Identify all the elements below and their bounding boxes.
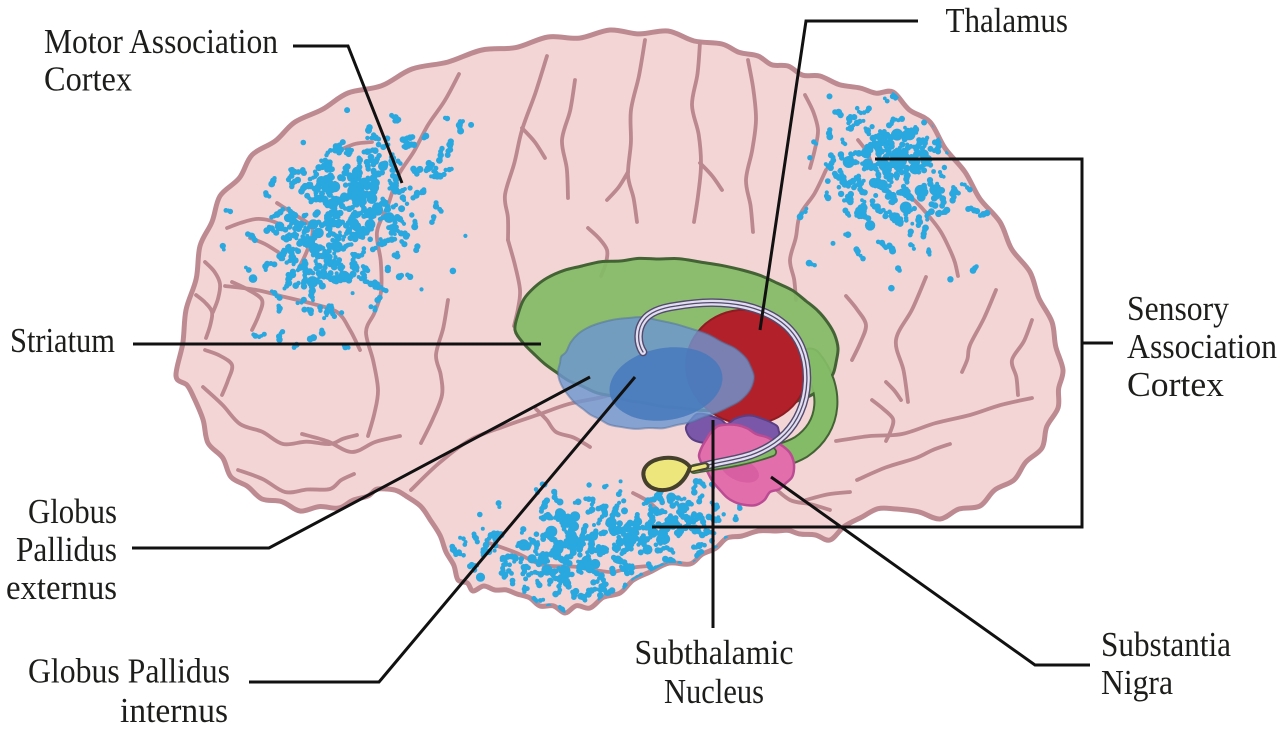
svg-text:Globus: Globus [28, 492, 117, 531]
svg-text:Association: Association [1127, 327, 1277, 366]
svg-text:Striatum: Striatum [10, 321, 115, 360]
svg-text:Nucleus: Nucleus [664, 672, 764, 711]
svg-text:Substantia: Substantia [1101, 625, 1231, 664]
svg-text:Cortex: Cortex [44, 60, 132, 99]
svg-text:Motor Association: Motor Association [44, 22, 278, 61]
svg-text:Sensory: Sensory [1127, 289, 1229, 328]
svg-text:Nigra: Nigra [1101, 663, 1173, 702]
svg-text:Thalamus: Thalamus [946, 1, 1069, 40]
svg-text:Cortex: Cortex [1127, 365, 1225, 404]
svg-text:externus: externus [6, 568, 117, 607]
svg-text:Globus Pallidus: Globus Pallidus [28, 652, 230, 691]
svg-text:Pallidus: Pallidus [16, 530, 117, 569]
svg-text:internus: internus [120, 691, 228, 726]
svg-text:Subthalamic: Subthalamic [635, 633, 794, 672]
